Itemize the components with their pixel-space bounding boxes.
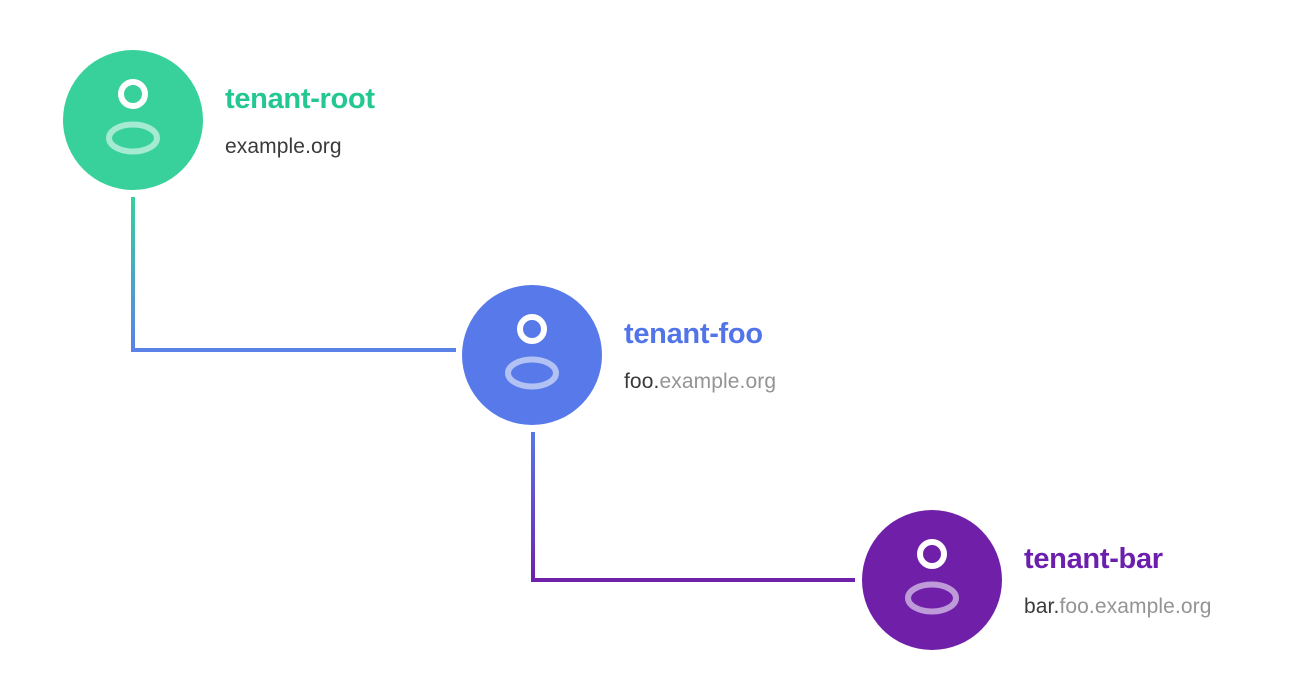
person-icon <box>106 79 160 155</box>
connector-root-to-foo <box>131 197 456 352</box>
tenant-foo-labels: tenant-foo foo.example.org <box>624 285 776 425</box>
person-icon <box>505 314 559 390</box>
tenant-foo-title: tenant-foo <box>624 318 763 350</box>
connector-foo-to-bar <box>531 432 855 582</box>
domain-rest: foo.example.org <box>1059 595 1212 618</box>
tenant-node-root: tenant-root example.org <box>63 50 375 190</box>
domain-prefix: example.org <box>225 135 342 158</box>
tenant-root-title: tenant-root <box>225 83 375 115</box>
domain-prefix: foo. <box>624 370 660 393</box>
tenant-node-bar: tenant-bar bar.foo.example.org <box>862 510 1212 650</box>
domain-prefix: bar. <box>1024 595 1060 618</box>
tenant-bar-labels: tenant-bar bar.foo.example.org <box>1024 510 1212 650</box>
domain-rest: example.org <box>659 370 777 393</box>
tenant-root-domain: example.org <box>225 134 375 160</box>
tenant-root-avatar <box>63 50 203 190</box>
tenant-bar-avatar <box>862 510 1002 650</box>
tenant-node-foo: tenant-foo foo.example.org <box>462 285 776 425</box>
tenant-bar-title: tenant-bar <box>1024 543 1163 575</box>
tenant-bar-domain: bar.foo.example.org <box>1024 594 1212 620</box>
tenant-foo-avatar <box>462 285 602 425</box>
tenant-foo-domain: foo.example.org <box>624 369 776 395</box>
tenant-root-labels: tenant-root example.org <box>225 50 375 190</box>
person-icon <box>905 539 959 615</box>
